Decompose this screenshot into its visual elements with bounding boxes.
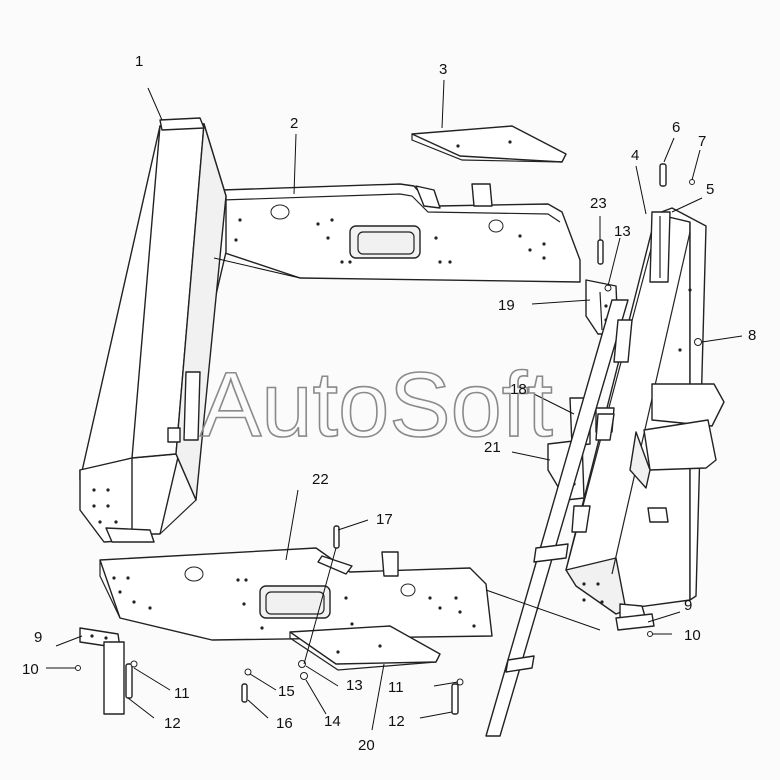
callout-5: 5	[706, 181, 714, 198]
part-7-nut	[689, 179, 695, 185]
left-long-strip	[485, 299, 633, 737]
part-11-washer-left	[130, 660, 138, 668]
part-20-lower-plate	[289, 625, 441, 671]
callout-20: 20	[358, 737, 375, 754]
callout-9-left: 9	[34, 629, 42, 646]
part-23-bolt	[597, 239, 604, 265]
callout-15: 15	[278, 683, 295, 700]
callout-19: 19	[498, 297, 515, 314]
callout-labels: 1 2 3 4 5 6 7 8 9 9 10 10 11 11 12 12 13…	[22, 53, 756, 754]
part-15-washer	[244, 668, 252, 676]
callout-10-left: 10	[22, 661, 39, 678]
callout-22: 22	[312, 471, 329, 488]
callout-4: 4	[631, 147, 639, 164]
callout-18: 18	[510, 381, 527, 398]
part-10-nut-right	[647, 631, 653, 637]
callout-7: 7	[698, 133, 706, 150]
part-5-rail-bracket	[649, 211, 671, 283]
callout-9-right: 9	[684, 597, 692, 614]
callout-3: 3	[439, 61, 447, 78]
callout-17: 17	[376, 511, 393, 528]
callout-16: 16	[276, 715, 293, 732]
watermark-text: AutoSoft	[200, 354, 553, 456]
callout-14: 14	[324, 713, 341, 730]
part-1-front-crossmember	[79, 117, 227, 543]
callout-2: 2	[290, 115, 298, 132]
part-22-front-side-plate	[99, 547, 493, 641]
callout-11-left: 11	[174, 685, 190, 702]
callout-8: 8	[748, 327, 756, 344]
callout-6: 6	[672, 119, 680, 136]
part-2-rear-side-plate	[221, 183, 581, 283]
callout-13-lower: 13	[346, 677, 363, 694]
callout-23: 23	[590, 195, 607, 212]
part-3-top-plate	[411, 125, 567, 163]
part-17-bolt	[333, 525, 340, 549]
callout-1: 1	[135, 53, 143, 70]
leader-lines	[46, 79, 743, 731]
part-4-right-side-rail	[565, 207, 725, 623]
part-6-bolt	[659, 163, 667, 187]
part-12-stud-left	[103, 641, 133, 715]
callout-11-right: 11	[388, 679, 404, 696]
part-12-stud-right	[451, 683, 459, 715]
part-13-washer-lower	[298, 660, 306, 668]
part-16-bolt	[241, 683, 248, 703]
callout-21: 21	[484, 439, 501, 456]
part-8-bolt	[694, 338, 702, 346]
part-14-nut	[300, 672, 308, 680]
callout-12-left: 12	[164, 715, 181, 732]
callout-10-right: 10	[684, 627, 701, 644]
callout-13-upper: 13	[614, 223, 631, 240]
part-10-nut-left	[75, 665, 81, 671]
callout-12-right: 12	[388, 713, 405, 730]
part-9-plate-right	[615, 613, 655, 631]
